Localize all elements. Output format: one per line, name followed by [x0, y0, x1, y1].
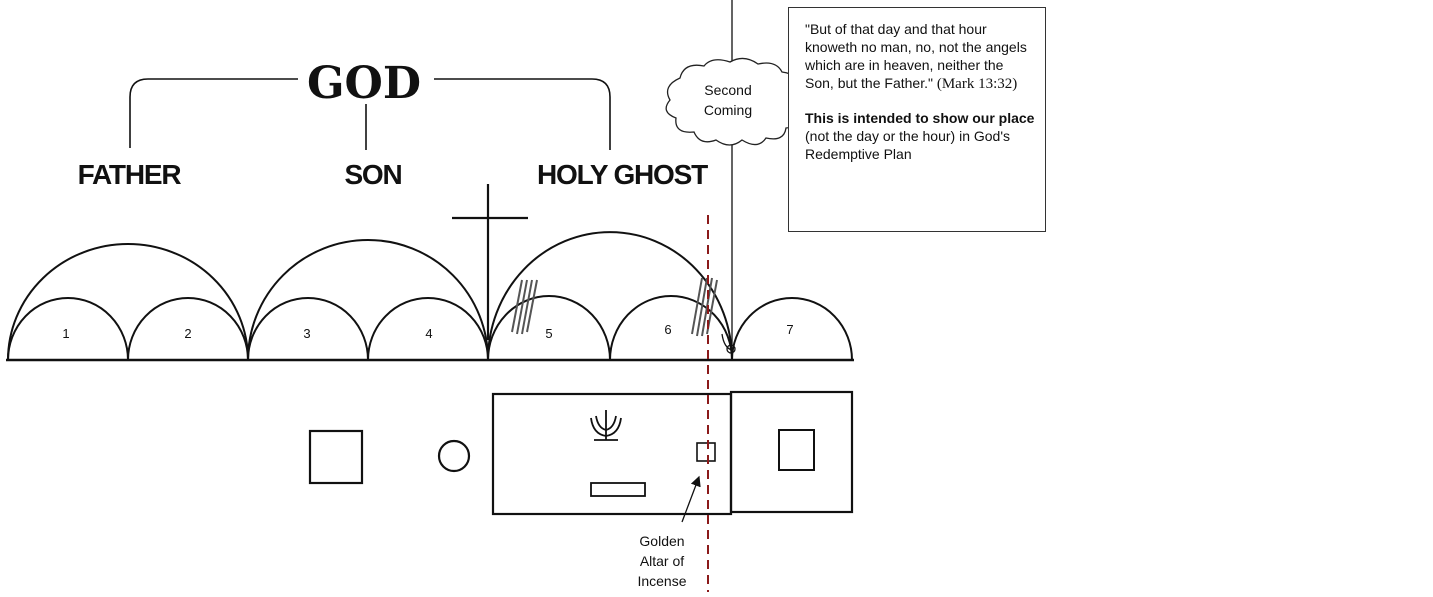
- altar-label-line1: Golden: [639, 533, 684, 549]
- second-coming-label-line2: Coming: [704, 102, 752, 118]
- altar-label-line3: Incense: [637, 573, 686, 589]
- altar-pointer-arrow: [681, 475, 701, 523]
- callout-note-paragraph: This is intended to show our place (not …: [805, 109, 1035, 163]
- age-number-1: 1: [62, 326, 69, 341]
- most-holy-place-room: [729, 390, 854, 514]
- person-holy-ghost: HOLY GHOST: [537, 159, 708, 190]
- age-number-2: 2: [184, 326, 191, 341]
- age-number-6: 6: [664, 322, 671, 337]
- age-number-7: 7: [786, 322, 793, 337]
- church-age-arches: [7, 295, 853, 361]
- cross: [452, 184, 528, 340]
- golden-altar-of-incense-square: [696, 442, 716, 462]
- age-number-5: 5: [545, 326, 552, 341]
- ark-square: [778, 429, 815, 471]
- second-coming-hook: [721, 333, 733, 351]
- callout-note-rest: (not the day or the hour) in God's Redem…: [805, 128, 1011, 162]
- person-father: FATHER: [78, 159, 182, 190]
- scripture-callout-box: "But of that day and that hour knoweth n…: [788, 7, 1046, 232]
- hatch-marks-age-5: [511, 279, 538, 335]
- callout-quote-paragraph: "But of that day and that hour knoweth n…: [805, 20, 1035, 93]
- laver-circle: [437, 439, 471, 473]
- callout-note-bold: This is intended to show our place: [805, 110, 1035, 126]
- godhead-bracket: [129, 78, 611, 150]
- callout-quote: "But of that day and that hour knoweth n…: [805, 21, 1027, 91]
- god-title: GOD: [307, 58, 421, 109]
- showbread-table: [590, 482, 646, 497]
- age-number-3: 3: [303, 326, 310, 341]
- person-son: SON: [344, 159, 401, 190]
- age-number-4: 4: [425, 326, 432, 341]
- callout-reference: (Mark 13:32): [936, 76, 1018, 92]
- cloud-shape: [665, 57, 807, 146]
- brazen-altar-square: [308, 429, 364, 485]
- altar-label-line2: Altar of: [640, 553, 684, 569]
- dispensation-arches: [7, 231, 733, 361]
- second-coming-label-line1: Second: [704, 82, 751, 98]
- second-coming-point: [726, 344, 736, 354]
- lampstand-icon: [590, 410, 622, 441]
